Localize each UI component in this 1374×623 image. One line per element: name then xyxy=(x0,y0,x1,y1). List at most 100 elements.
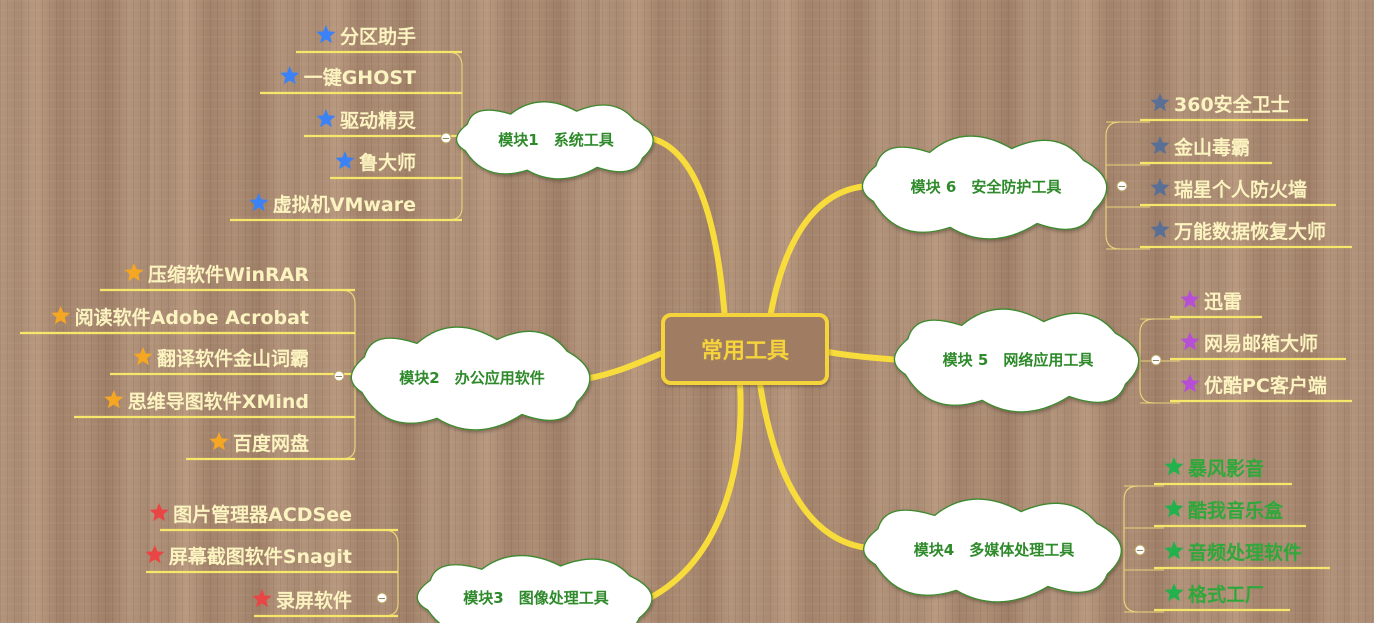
leaf-item[interactable]: 360安全卫士 xyxy=(1140,93,1308,122)
leaf-item[interactable]: 金山毒霸 xyxy=(1140,136,1272,165)
leaf-item[interactable]: 压缩软件WinRAR xyxy=(100,263,355,292)
leaf-label: 录屏软件 xyxy=(276,589,352,612)
leaf-item[interactable]: 一键GHOST xyxy=(260,66,462,95)
star-icon xyxy=(149,503,169,522)
leaf-label: 鲁大师 xyxy=(358,151,416,174)
leaf-label: 翻译软件金山词霸 xyxy=(157,347,309,370)
star-icon xyxy=(1180,332,1200,351)
leaf-item[interactable]: 酷我音乐盒 xyxy=(1154,499,1306,528)
leaf-label: 思维导图软件XMind xyxy=(128,390,309,413)
cloud-shape xyxy=(861,135,1108,240)
leaf-item[interactable]: 分区助手 xyxy=(296,25,462,54)
leaf-label: 酷我音乐盒 xyxy=(1188,499,1284,522)
leaf-label: 网易邮箱大师 xyxy=(1204,332,1318,355)
star-icon xyxy=(1164,541,1184,560)
star-icon xyxy=(280,66,300,85)
leaf-item[interactable]: 瑞星个人防火墙 xyxy=(1140,178,1336,207)
leaf-label: 一键GHOST xyxy=(304,66,416,89)
leaf-label: 格式工厂 xyxy=(1188,583,1264,606)
cloud-shape xyxy=(416,554,653,623)
collapse-symbol: − xyxy=(1136,546,1144,557)
leaf-item[interactable]: 虚拟机VMware xyxy=(230,193,462,222)
collapse-toggle[interactable]: − xyxy=(376,592,388,605)
leaf-item[interactable]: 网易邮箱大师 xyxy=(1170,332,1346,361)
collapse-toggle[interactable]: − xyxy=(1150,354,1162,367)
star-icon xyxy=(249,193,269,212)
module-label: 模块3 图像处理工具 xyxy=(463,589,608,607)
bracket-m4 xyxy=(1123,485,1139,613)
leaf-label: 瑞星个人防火墙 xyxy=(1174,178,1307,201)
leaf-item[interactable]: 录屏软件 xyxy=(252,589,399,618)
leaf-label: 压缩软件WinRAR xyxy=(148,263,309,286)
branch-m4 xyxy=(757,381,871,551)
leaf-item[interactable]: 百度网盘 xyxy=(186,432,355,461)
star-icon xyxy=(1164,499,1184,518)
star-icon xyxy=(124,263,144,282)
star-icon xyxy=(316,109,336,128)
leaf-label: 暴风影音 xyxy=(1188,457,1264,480)
module-cloud-m2[interactable]: 模块2 办公应用软件 xyxy=(350,326,591,431)
star-icon xyxy=(1150,93,1170,112)
leaf-item[interactable]: 鲁大师 xyxy=(330,151,462,180)
leaf-item[interactable]: 万能数据恢复大师 xyxy=(1140,220,1352,249)
star-icon xyxy=(145,545,165,564)
collapse-toggle[interactable]: − xyxy=(1116,180,1128,193)
leaf-label: 金山毒霸 xyxy=(1173,136,1250,159)
module-m3: 图片管理器ACDSee 屏幕截图软件Snagit 录屏软件 − 模块3 图像处理工具 xyxy=(145,503,653,623)
leaf-label: 百度网盘 xyxy=(233,432,309,455)
star-icon xyxy=(335,151,355,170)
leaf-item[interactable]: 翻译软件金山词霸 xyxy=(110,347,355,376)
leaf-item[interactable]: 阅读软件Adobe Acrobat xyxy=(20,306,355,335)
collapse-toggle[interactable]: − xyxy=(1134,544,1146,557)
module-label: 模块1 系统工具 xyxy=(498,131,613,149)
module-label: 模块 6 安全防护工具 xyxy=(911,178,1062,196)
module-cloud-m6[interactable]: 模块 6 安全防护工具 xyxy=(861,135,1108,240)
leaf-label: 360安全卫士 xyxy=(1174,93,1290,116)
module-label: 模块4 多媒体处理工具 xyxy=(914,541,1074,559)
module-cloud-m3[interactable]: 模块3 图像处理工具 xyxy=(416,554,653,623)
leaf-item[interactable]: 暴风影音 xyxy=(1154,457,1292,486)
center-node[interactable]: 常用工具 xyxy=(661,313,829,385)
leaf-item[interactable]: 音频处理软件 xyxy=(1154,541,1330,570)
leaf-label: 图片管理器ACDSee xyxy=(173,503,352,526)
cloud-shape xyxy=(350,326,591,431)
collapse-toggle[interactable]: − xyxy=(333,370,345,383)
star-icon xyxy=(51,306,71,325)
leaf-item[interactable]: 图片管理器ACDSee xyxy=(149,503,398,532)
leaf-item[interactable]: 驱动精灵 xyxy=(304,109,462,138)
star-icon xyxy=(1164,583,1184,602)
leaf-item[interactable]: 思维导图软件XMind xyxy=(74,390,355,419)
center-label: 常用工具 xyxy=(701,338,789,364)
module-label: 模块 5 网络应用工具 xyxy=(943,351,1094,369)
star-icon xyxy=(1150,136,1170,155)
collapse-symbol: − xyxy=(1152,356,1160,367)
cloud-shape xyxy=(893,308,1140,413)
leaf-item[interactable]: 屏幕截图软件Snagit xyxy=(145,545,398,574)
leaf-label: 分区助手 xyxy=(340,25,416,48)
leaf-item[interactable]: 格式工厂 xyxy=(1154,583,1290,612)
leaf-label: 万能数据恢复大师 xyxy=(1173,220,1326,243)
branch-lines xyxy=(587,135,903,601)
leaf-item[interactable]: 迅雷 xyxy=(1170,290,1262,319)
star-icon xyxy=(1180,290,1200,309)
star-icon xyxy=(252,589,272,608)
leaf-label: 迅雷 xyxy=(1204,291,1242,313)
star-icon xyxy=(316,25,336,44)
leaf-label: 屏幕截图软件Snagit xyxy=(169,545,352,568)
module-label: 模块2 办公应用软件 xyxy=(399,369,544,387)
module-cloud-m4[interactable]: 模块4 多媒体处理工具 xyxy=(863,498,1122,603)
collapse-toggle[interactable]: − xyxy=(440,132,452,145)
leaf-label: 驱动精灵 xyxy=(340,109,417,132)
branch-m2 xyxy=(587,349,668,381)
module-cloud-m5[interactable]: 模块 5 网络应用工具 xyxy=(893,308,1140,413)
leaf-item[interactable]: 优酷PC客户端 xyxy=(1170,374,1352,403)
module-cloud-m1[interactable]: 模块1 系统工具 xyxy=(455,101,654,180)
branch-m3 xyxy=(647,381,744,601)
cloud-shape xyxy=(863,498,1122,603)
collapse-symbol: − xyxy=(1118,182,1126,193)
